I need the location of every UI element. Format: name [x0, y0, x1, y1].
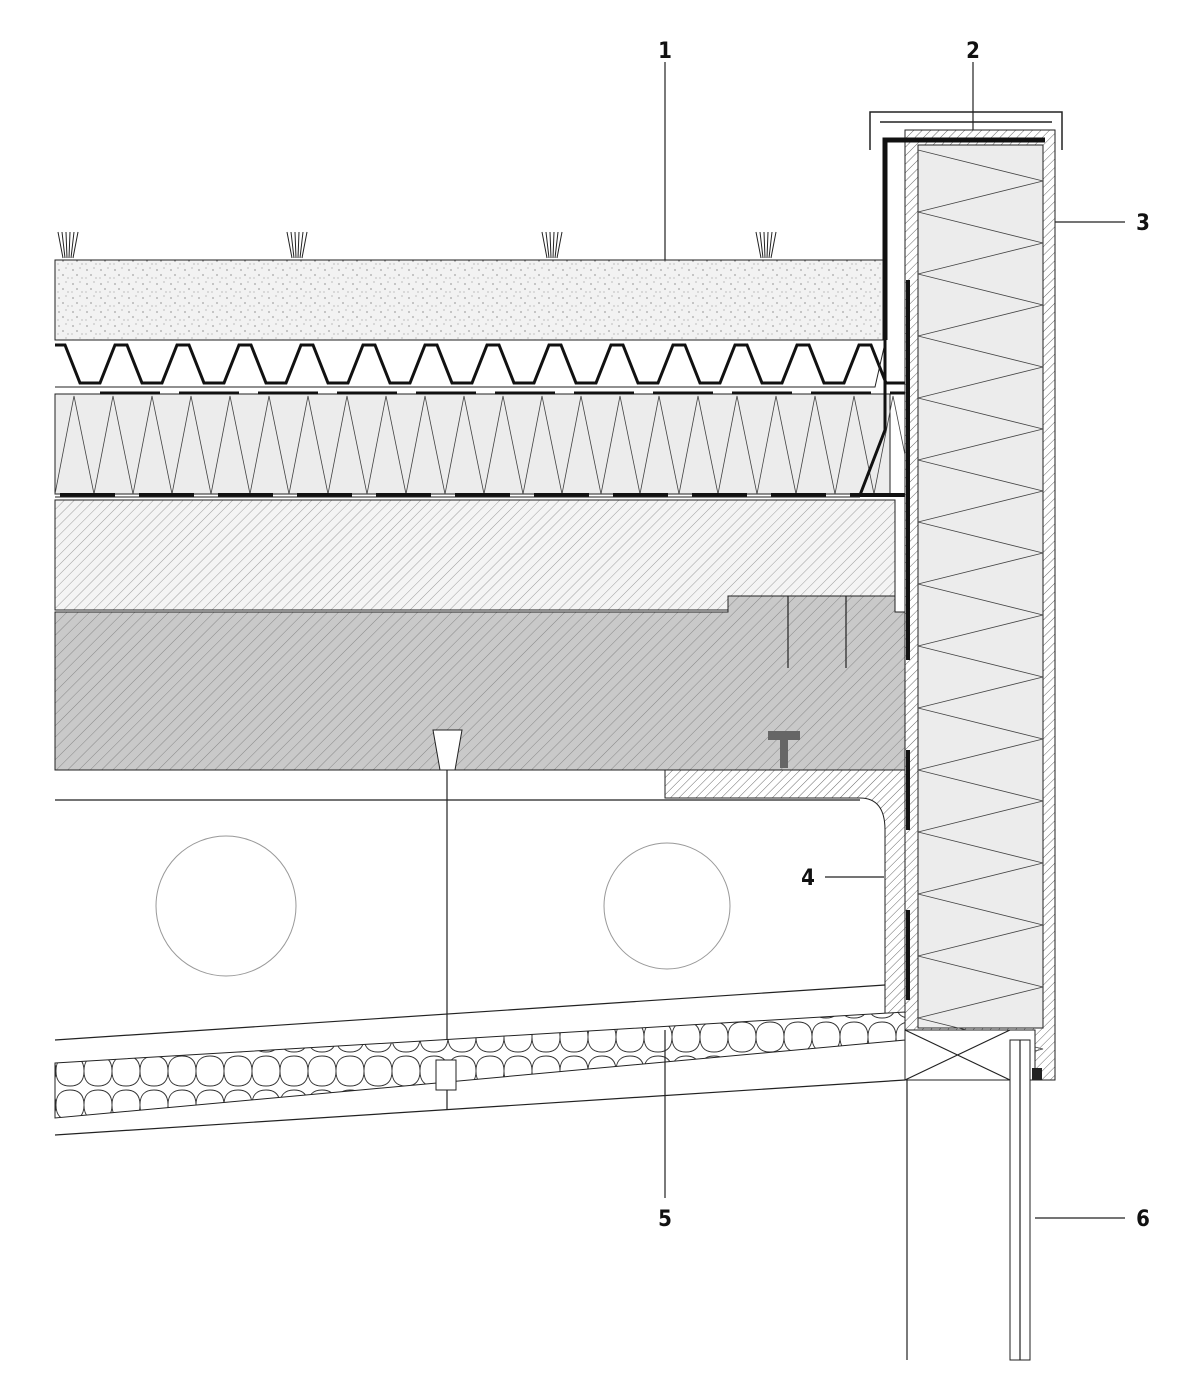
roof-insulation	[54, 393, 891, 495]
vegetation-icons	[57, 231, 777, 259]
concrete-slab	[54, 595, 909, 771]
parapet-insulation	[917, 144, 1044, 1029]
t-anchor-icon	[768, 731, 800, 768]
roof-membranes	[55, 391, 950, 498]
callout-4: 4	[801, 866, 815, 891]
ceiling-insulation	[54, 1011, 906, 1119]
screed-layer	[54, 499, 896, 611]
parapet-insulation-zigzag	[917, 149, 1044, 1081]
hanger	[435, 1059, 457, 1091]
beam-opening	[603, 842, 731, 970]
drain-pipe-top	[432, 729, 463, 771]
callout-5: 5	[658, 1207, 672, 1232]
callout-1: 1	[658, 39, 672, 64]
beam-opening	[155, 835, 297, 977]
callout-6: 6	[1136, 1207, 1150, 1232]
parapet-coping	[869, 111, 1063, 150]
callout-3: 3	[1136, 211, 1150, 236]
substrate-layer	[54, 259, 886, 341]
callout-2: 2	[966, 39, 980, 64]
drainage-profile	[55, 342, 923, 388]
parapet-membrane	[882, 137, 1045, 340]
